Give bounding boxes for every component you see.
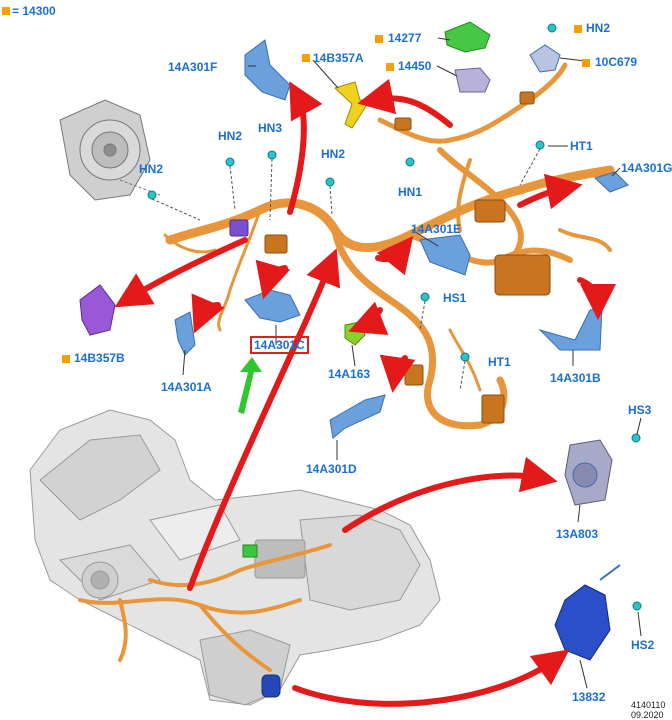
leader-lines — [151, 148, 541, 391]
callout-13a803: 13A803 — [556, 527, 599, 541]
callout-hs3: HS3 — [628, 403, 652, 417]
green-arrow — [238, 357, 262, 414]
legend-square — [2, 7, 10, 15]
callout-10c679: 10C679 — [595, 55, 638, 69]
callout-hn1: HN1 — [398, 185, 423, 199]
callout-14277: 14277 — [388, 31, 422, 45]
figure-reference: 4140110 — [631, 700, 666, 710]
callout-hn2-top-marker — [574, 25, 582, 33]
legend-label: = 14300 — [12, 4, 56, 18]
body-structure — [29, 409, 441, 706]
callout-14a163: 14A163 — [328, 367, 371, 381]
callout-14a301g: 14A301G — [621, 161, 672, 175]
callout-ht1-top: HT1 — [570, 139, 593, 153]
callout-14b357b-marker — [62, 355, 70, 363]
figure-date: 09.2020 — [631, 710, 664, 720]
callout-hn3: HN3 — [258, 121, 283, 135]
callout-13832: 13832 — [572, 690, 606, 704]
callout-14a301d: 14A301D — [306, 462, 357, 476]
harness-connectors — [229, 91, 551, 424]
callout-14b357a-marker — [302, 54, 310, 62]
callout-14a301a: 14A301A — [161, 380, 212, 394]
callout-14277-marker — [375, 35, 383, 43]
red-arrows — [114, 78, 616, 707]
fasteners — [147, 23, 642, 611]
callout-leaders — [182, 37, 642, 689]
callout-14a301e: 14A301E — [411, 222, 462, 236]
callout-14450-marker — [386, 63, 394, 71]
callout-hn2-alternator: HN2 — [139, 162, 164, 176]
callout-hs2: HS2 — [631, 638, 655, 652]
callout-14a301f: 14A301F — [168, 60, 218, 74]
callout-hn2-top: HN2 — [586, 21, 611, 35]
callout-hn2-center: HN2 — [321, 147, 346, 161]
callout-10c679-marker — [582, 59, 590, 67]
callout-hs1: HS1 — [443, 291, 467, 305]
callout-14a301b: 14A301B — [550, 371, 601, 385]
callout-ht1-lower: HT1 — [488, 355, 511, 369]
legend-number: 14300 — [22, 4, 56, 18]
alternator — [59, 99, 161, 201]
callout-14b357b: 14B357B — [74, 351, 125, 365]
lower-harness — [78, 543, 332, 672]
callout-14450: 14450 — [398, 59, 432, 73]
callout-14a301c-highlighted: 14A301C — [250, 336, 309, 354]
callout-hn2-left: HN2 — [218, 129, 243, 143]
callout-14b357a: 14B357A — [313, 51, 364, 65]
